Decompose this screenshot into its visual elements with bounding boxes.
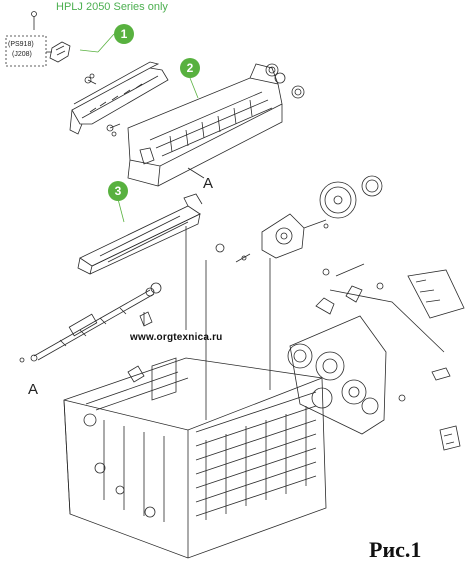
callout-badge-1: 1 xyxy=(114,24,134,44)
pickup-roller xyxy=(19,282,162,363)
callout-badge-2: 2 xyxy=(180,58,200,78)
gear-cluster-top xyxy=(215,175,383,263)
connector-label-ps918: (PS918) xyxy=(8,41,34,48)
side-plate-assembly xyxy=(287,263,465,451)
figure-caption: Рис.1 xyxy=(369,537,422,562)
callout-badge-3: 3 xyxy=(108,181,128,201)
upper-bracket-part-1 xyxy=(69,61,169,135)
callout-leader-lines xyxy=(79,33,199,223)
fuser-assembly-part-2 xyxy=(89,63,305,187)
series-title: HPLJ 2050 Series only xyxy=(56,1,168,13)
watermark-url: www.orgtexnica.ru xyxy=(130,332,223,343)
connector-label-j208: (J208) xyxy=(12,51,32,58)
sensor-assembly-part-1 xyxy=(5,11,71,67)
paper-guide-part-3 xyxy=(77,193,203,330)
main-chassis xyxy=(63,258,327,559)
reference-label-a-upper: A xyxy=(203,175,214,192)
reference-label-a-lower: A xyxy=(28,381,39,398)
